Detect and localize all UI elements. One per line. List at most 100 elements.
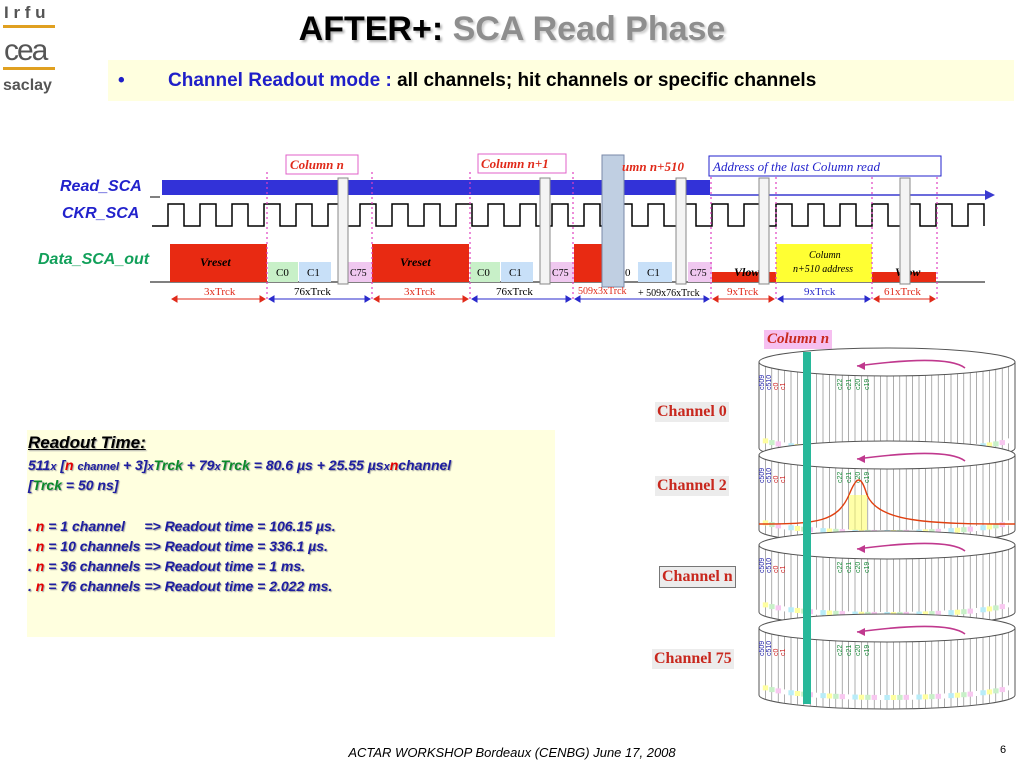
timing-diagram: Vreset C0 C1 C75 Vreset C0 C1 C75 0 C1 C… [150,153,995,303]
channel-n-cylinder-column-cell [929,611,935,617]
channel-75-cylinder-rotation-arrow [856,625,966,635]
trck-note-rest: = 50 ns] [65,477,119,493]
channel-n-cylinder-column-cell [954,609,961,615]
dur-3xtrck-2: 3xTrck [404,286,436,298]
formula-channel2: channel [398,457,452,473]
item2-dot: . [28,538,32,554]
channel-0-cylinder-col-label: c19 [864,379,871,390]
channel-2-cylinder-column-cell [954,527,961,533]
timing-column-n510-label: umn n+510 [622,159,684,174]
column-n510-address-line2: n+510 address [793,264,853,275]
channel-n-cylinder-column-cell [762,602,769,608]
formula-plus79: + 79 [186,457,215,473]
channel-0-cylinder-col-label: c0 [773,383,780,391]
channel-2-cylinder-column-cell [961,527,967,533]
readout-item-4: . n = 76 channels => Readout time = 2.02… [28,578,332,594]
channel-75-cylinder-col-label: c21 [846,645,853,656]
column-n510-address-line1: Column [809,250,841,261]
channel-2-cylinder-col-label: c0 [773,476,780,484]
channel-75-cylinder-column-cell [820,693,826,699]
column-boundary-pillars [337,154,911,288]
dur-509x76xtrck: + 509x76xTrck [638,288,700,299]
formula-channel: channel [77,461,120,473]
channel-75-cylinder-column-cell [980,690,986,696]
read-sca-high-bar [162,180,710,195]
item2-n: n [35,538,45,554]
vlow-label-1: Vlow [734,265,760,279]
item1-text: = 1 channel => Readout time = 106.15 µs. [48,518,336,534]
channel-n-cylinder-col-label: c19 [864,562,871,573]
trck-note-lb: [ [28,477,33,493]
item3-n: n [35,558,45,574]
item4-text: = 76 channels => Readout time = 2.022 ms… [48,578,333,594]
channel-0-cylinder-col-label: c21 [846,379,853,390]
formula-x3: x [214,461,221,473]
channel-2-cylinder-column-cell [935,528,941,534]
channel-n-cylinder-column-cell [775,605,781,611]
channel-75-cylinder-column-cell [884,695,890,700]
data-sca-out-label: Data_SCA_out [38,251,150,268]
channel-n-cylinder-column-cell [922,611,929,617]
logo-saclay-text: saclay [3,77,52,94]
channel-75-cylinder-column-cell [1006,685,1012,691]
channel-0-cylinder-col-label: c1 [780,383,787,391]
channel-n-cylinder-column-cell [833,610,839,616]
channel-n-cylinder-column-cell [948,610,954,616]
page-number: 6 [1000,744,1007,756]
channel-2-cylinder-column-cell [986,524,993,530]
readout-item-3: . n = 36 channels => Readout time = 1 ms… [28,558,305,574]
vreset-label-column-n: Vreset [200,255,231,269]
readout-time-box [27,430,555,637]
bullet-channel-readout-mode: •Channel Readout mode : all channels; hi… [118,70,816,92]
c0-block-column-n1 [470,262,500,282]
dur-76xtrck-1: 76xTrck [294,286,331,298]
channel-2-cylinder-column-cell [826,528,833,534]
channel-n-cylinder-rotation-arrow [856,542,966,552]
trck-note: [Trck = 50 ns] [28,477,118,493]
readout-formula: 511x [n channel + 3]xTrck + 79xTrck = 80… [28,457,451,473]
channel-2-cylinder-column-cell [942,528,948,534]
channel-75-cylinder-col-label: c1 [780,649,787,657]
channel-n-cylinder-col-label: c510 [766,558,773,573]
c1-label-column-n1: C1 [509,267,522,279]
channel-n-cylinder-column-cell [814,609,820,615]
channel-n-cylinder-column-cell [999,604,1005,610]
channel-2-peak-highlight [849,495,867,530]
channel-n-cylinder-column-cell [782,606,788,612]
channel-n-cylinder-col-label: c0 [773,566,780,574]
c75-block-column-n [347,262,372,282]
channel-75-cylinder-column-cell [897,694,903,700]
channel-2-cylinder-col-label: c1 [780,476,787,484]
channel-2-cylinder-rotation-arrowhead [857,455,865,463]
channel-75-cylinder-column-cell [858,694,865,700]
channel-2-cylinder-column-cell [1006,520,1012,526]
dur-509x3xtrck: 509x3xTrck [578,286,627,297]
channel-75-cylinder-col-label: c19 [864,645,871,656]
dur-9xtrck-2: 9xTrck [804,286,836,298]
channel-n-cylinder-column-cell [993,605,999,611]
channel-75-cylinder-column-cell [974,690,980,696]
c1-label-column-n: C1 [307,267,320,279]
channel-2-cylinder-column-cell [814,527,820,533]
channel-2-cylinder-column-cell [993,523,999,529]
channel-0-cylinder-column-cell [1006,438,1012,444]
channel-75-cylinder-column-cell [916,694,922,700]
ckr-sca-clock-wave [152,203,985,227]
cylinder-column-n-label: Column n [764,330,833,349]
c1-block-column-n510 [638,262,672,282]
channel-75-cylinder-column-cell [814,692,820,698]
formula-n2: n [389,457,399,473]
channel-2-cylinder-column-cell [980,525,986,531]
channel-n-cylinder-col-label: c22 [837,562,844,573]
c1-label-column-n510: C1 [647,267,660,279]
channel-2-cylinder-column-cell [794,525,801,531]
channel-n-cylinder-rotation-arrowhead [857,545,865,553]
dur-9xtrck-1: 9xTrck [727,286,759,298]
channel-75-label: Channel 75 [652,649,734,669]
channel-2-cylinder-column-cell [967,526,973,532]
channel-75-cylinder-col-label: c510 [766,641,773,656]
channel-0-cylinder-column-cell [986,442,993,448]
vreset-block-column-n510 [574,244,602,282]
channel-75-cylinder-column-cell [890,694,897,700]
channel-0-cylinder-column-cell [782,442,788,448]
